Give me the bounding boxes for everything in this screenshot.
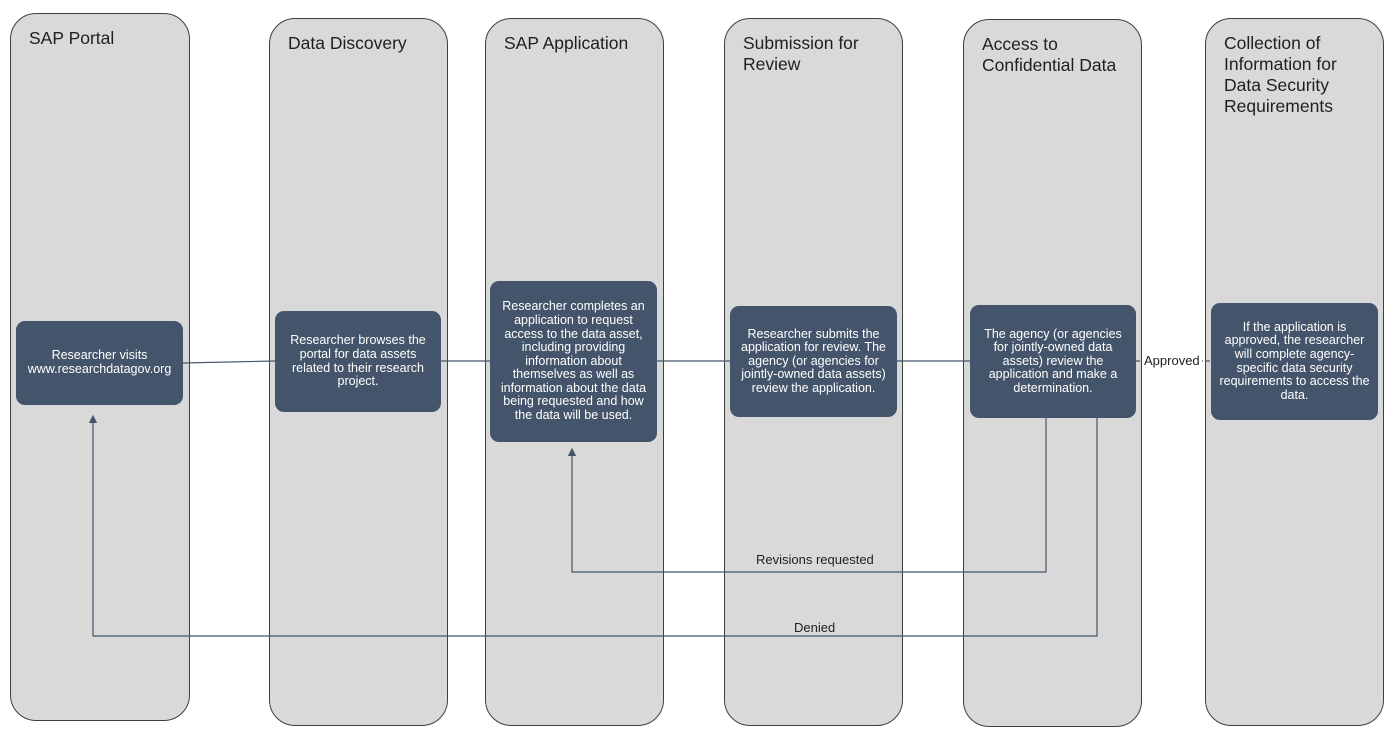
lane-title: Submission for Review	[743, 33, 859, 74]
step-text: Researcher submits the application for r…	[741, 326, 886, 395]
lane-title: SAP Portal	[29, 28, 115, 48]
edge-label-approved: Approved	[1142, 353, 1202, 368]
lane-title: Collection of Information for Data Secur…	[1224, 33, 1337, 116]
lane-title: SAP Application	[504, 33, 629, 53]
step-text: If the application is approved, the rese…	[1219, 319, 1370, 402]
lane-title: Data Discovery	[288, 33, 407, 53]
edge-label-revisions-requested: Revisions requested	[756, 552, 874, 567]
step-data-security-requirements: If the application is approved, the rese…	[1211, 303, 1378, 420]
step-text: Researcher completes an application to r…	[500, 299, 647, 423]
step-text: The agency (or agencies for jointly-owne…	[984, 326, 1122, 395]
step-browse-data-assets: Researcher browses the portal for data a…	[275, 311, 441, 412]
step-agency-determination: The agency (or agencies for jointly-owne…	[970, 305, 1136, 418]
step-submit-for-review: Researcher submits the application for r…	[730, 306, 897, 417]
step-text: Researcher browses the portal for data a…	[290, 333, 426, 389]
step-complete-application: Researcher completes an application to r…	[490, 281, 657, 442]
step-visit-portal: Researcher visits www.researchdatagov.or…	[16, 321, 183, 405]
step-text: Researcher visits www.researchdatagov.or…	[27, 348, 172, 376]
connector-portal-to-discovery	[182, 360, 276, 364]
edge-label-denied: Denied	[794, 620, 836, 635]
lane-title: Access to Confidential Data	[982, 34, 1117, 75]
